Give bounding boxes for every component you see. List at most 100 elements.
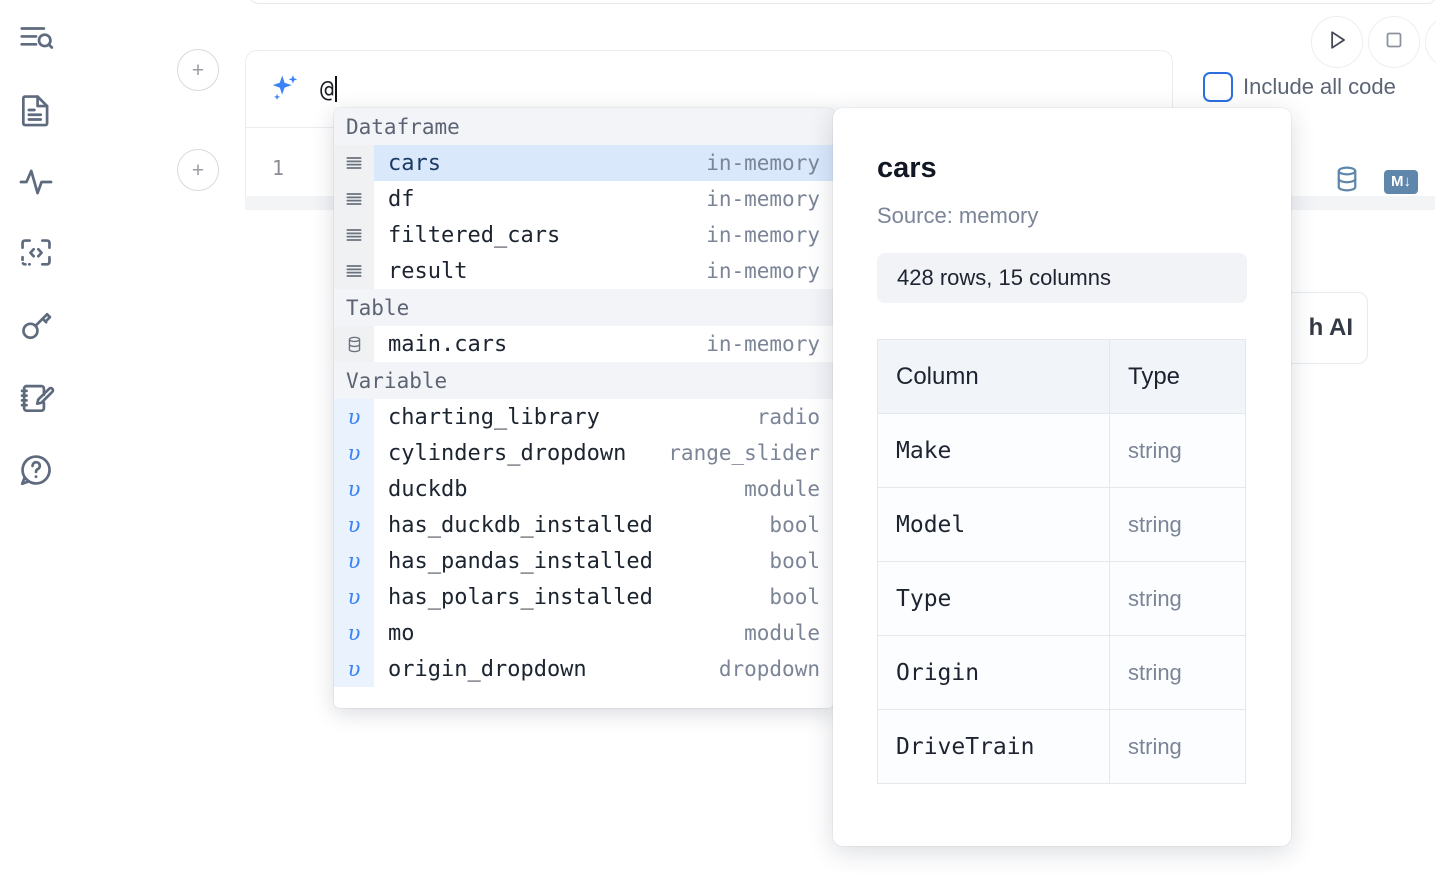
- autocomplete-item-type: bool: [769, 513, 820, 537]
- detail-title: cars: [877, 152, 937, 184]
- autocomplete-item-type: radio: [756, 405, 820, 429]
- autocomplete-item[interactable]: υ charting_library radio: [334, 399, 834, 435]
- autocomplete-item-type: in-memory: [706, 223, 820, 247]
- autocomplete-item-name: has_pandas_installed: [388, 548, 653, 574]
- sidebar-item-secrets[interactable]: [12, 302, 60, 350]
- autocomplete-item-name: mo: [388, 620, 415, 646]
- schema-column-type: string: [1109, 413, 1246, 488]
- autocomplete-item-name: has_polars_installed: [388, 584, 653, 610]
- autocomplete-item-name: result: [388, 258, 468, 284]
- activity-icon: [17, 163, 55, 201]
- autocomplete-item-name: has_duckdb_installed: [388, 512, 653, 538]
- play-icon: [1324, 27, 1350, 58]
- dataframe-icon: [334, 181, 374, 217]
- sidebar-item-activity[interactable]: [12, 158, 60, 206]
- detail-shape-badge: 428 rows, 15 columns: [877, 253, 1247, 303]
- schema-column-name: Origin: [877, 635, 1110, 710]
- autocomplete-item-body: charting_library radio: [374, 399, 834, 435]
- line-number: 1: [272, 156, 285, 180]
- schema-header-column: Column: [877, 339, 1110, 414]
- schema-column-type: string: [1109, 561, 1246, 636]
- autocomplete-group-header: Dataframe: [334, 108, 834, 145]
- help-chat-icon: [17, 451, 55, 489]
- variable-icon: υ: [334, 399, 374, 435]
- run-button[interactable]: [1311, 16, 1363, 68]
- autocomplete-item-name: charting_library: [388, 404, 600, 430]
- autocomplete-item-body: result in-memory: [374, 253, 834, 289]
- autocomplete-item-body: has_pandas_installed bool: [374, 543, 834, 579]
- autocomplete-item-type: in-memory: [706, 259, 820, 283]
- autocomplete-item-body: cars in-memory: [374, 145, 834, 181]
- autocomplete-item-type: module: [744, 477, 820, 501]
- autocomplete-item-name: cars: [388, 150, 441, 176]
- stop-square-icon: [1382, 28, 1406, 57]
- schema-column-type: string: [1109, 487, 1246, 562]
- autocomplete-item-type: dropdown: [718, 657, 820, 681]
- cell-output-icons: M↓: [1332, 164, 1418, 199]
- autocomplete-group-header: Variable: [334, 362, 834, 399]
- autocomplete-item[interactable]: cars in-memory: [334, 145, 834, 181]
- more-actions-button[interactable]: [1425, 16, 1436, 68]
- sidebar-item-code-snippets[interactable]: [12, 230, 60, 278]
- outline-search-icon: [17, 19, 55, 57]
- add-cell-button-below[interactable]: +: [177, 149, 219, 191]
- autocomplete-item-body: has_duckdb_installed bool: [374, 507, 834, 543]
- schema-table-header-row: Column Type: [877, 339, 1246, 414]
- database-icon[interactable]: [1332, 164, 1362, 199]
- autocomplete-item-type: in-memory: [706, 187, 820, 211]
- variable-icon: υ: [334, 471, 374, 507]
- sidebar-item-scratchpad[interactable]: [12, 374, 60, 422]
- autocomplete-item-type: bool: [769, 549, 820, 573]
- variable-icon: υ: [334, 579, 374, 615]
- include-all-code-checkbox[interactable]: [1203, 72, 1233, 102]
- autocomplete-item[interactable]: result in-memory: [334, 253, 834, 289]
- database-icon: [334, 326, 374, 362]
- include-all-code-row[interactable]: Include all code: [1203, 72, 1396, 102]
- detail-source: Source: memory: [877, 203, 1039, 228]
- autocomplete-group-header: Table: [334, 289, 834, 326]
- variable-icon: υ: [334, 651, 374, 687]
- schema-column-name: Type: [877, 561, 1110, 636]
- stop-button[interactable]: [1368, 16, 1420, 68]
- dataframe-icon: [334, 253, 374, 289]
- scratchpad-icon: [17, 379, 55, 417]
- autocomplete-item-type: module: [744, 621, 820, 645]
- markdown-icon[interactable]: M↓: [1384, 169, 1418, 194]
- ai-prompt-input[interactable]: @: [320, 75, 337, 103]
- autocomplete-item-body: mo module: [374, 615, 834, 651]
- include-all-code-label: Include all code: [1243, 74, 1396, 99]
- sidebar-item-help[interactable]: [12, 446, 60, 494]
- code-snippet-icon: [17, 235, 55, 273]
- schema-column-name: DriveTrain: [877, 709, 1110, 784]
- sidebar-item-outline-search[interactable]: [12, 14, 60, 62]
- add-cell-button-above[interactable]: +: [177, 49, 219, 91]
- sidebar-item-document[interactable]: [12, 86, 60, 134]
- schema-column-name: Make: [877, 413, 1110, 488]
- autocomplete-item-type: in-memory: [706, 151, 820, 175]
- autocomplete-item-name: cylinders_dropdown: [388, 440, 627, 466]
- dataframe-icon: [334, 145, 374, 181]
- autocomplete-item-type: in-memory: [706, 332, 820, 356]
